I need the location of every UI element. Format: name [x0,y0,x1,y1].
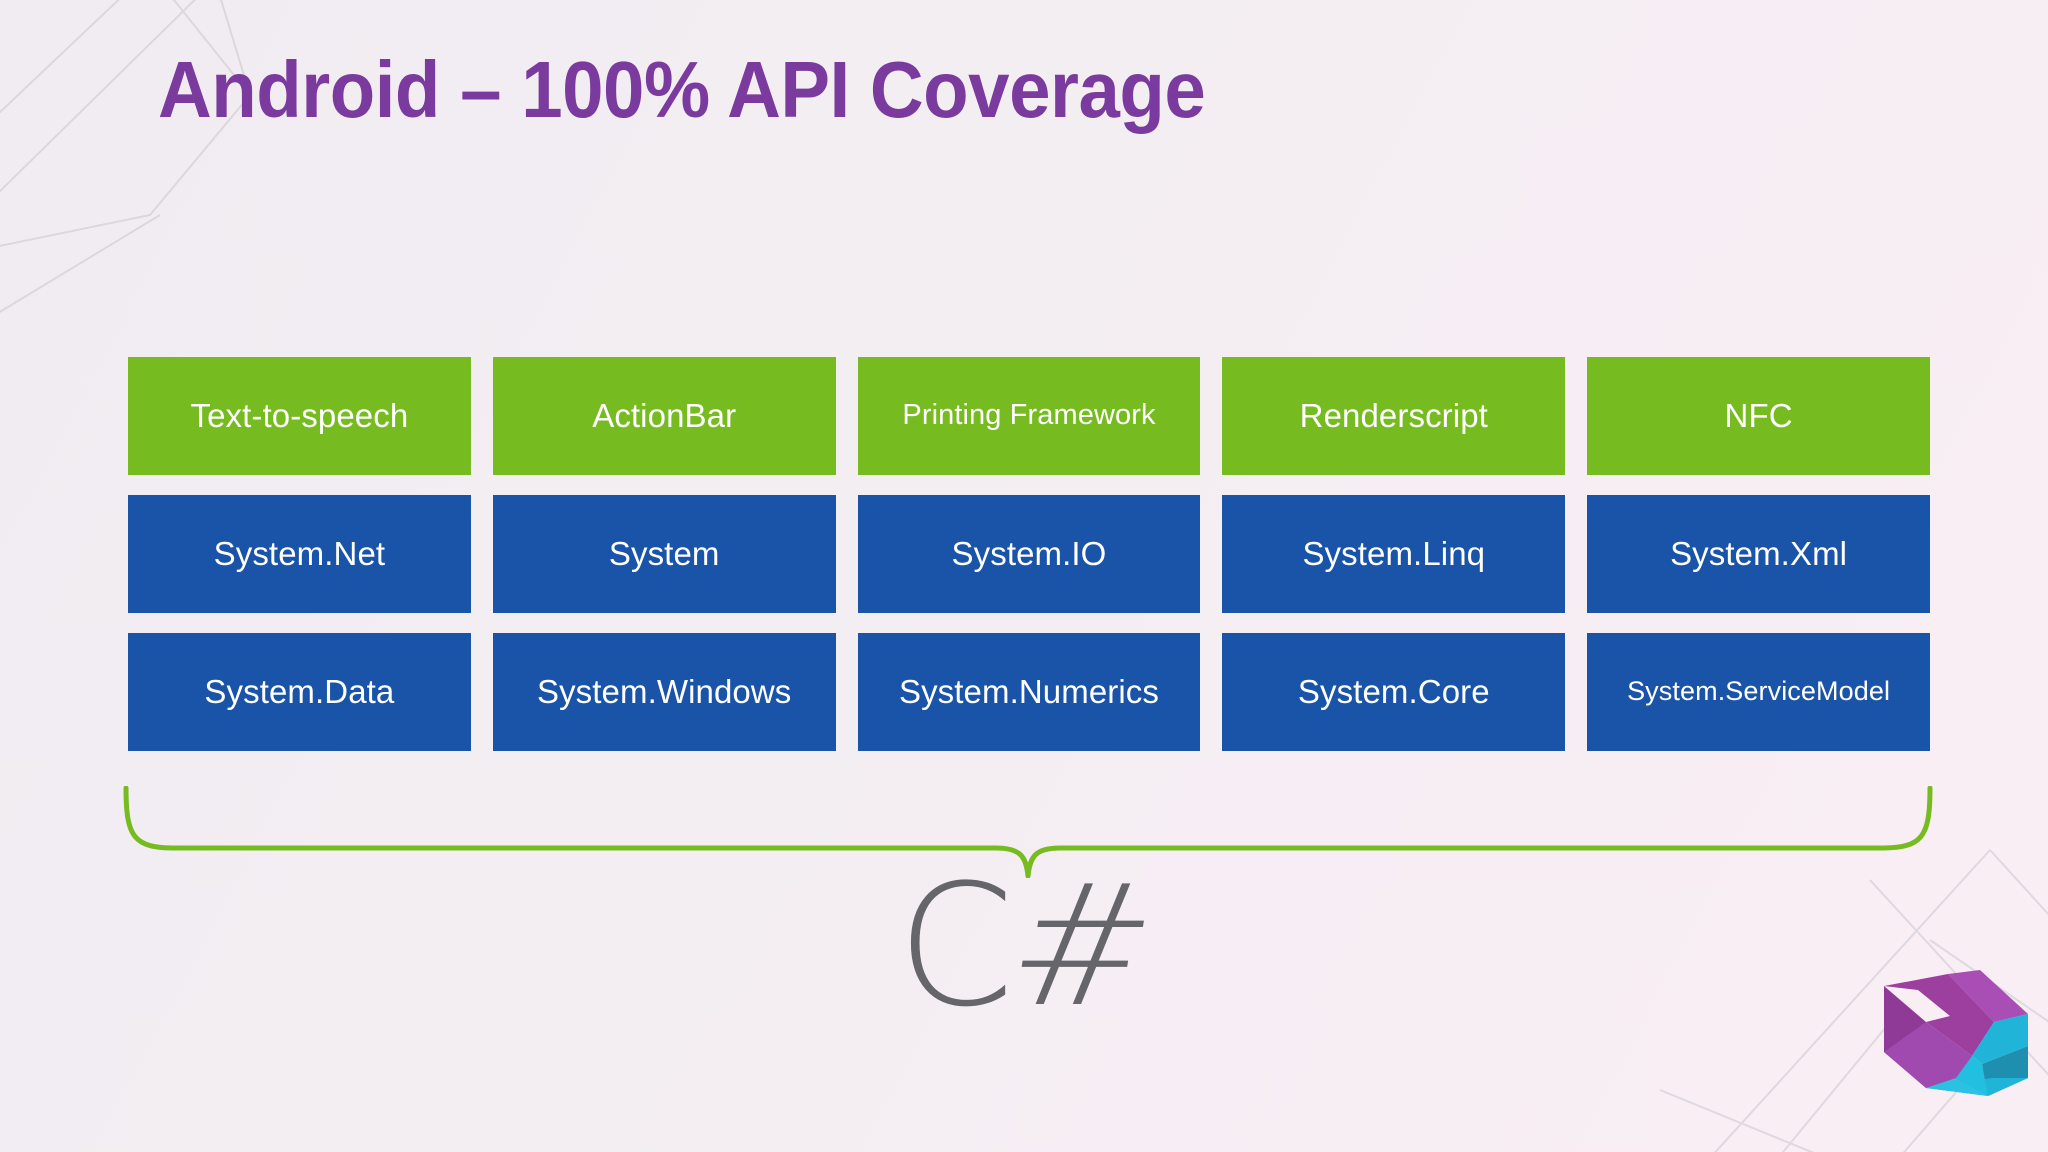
api-box-system-linq[interactable]: System.Linq [1222,495,1566,613]
xamarin-evolve-chevron-logo-icon [1884,970,2028,1096]
api-box-system-servicemodel[interactable]: System.ServiceModel [1587,633,1930,751]
curly-brace-icon [123,786,1933,878]
csharp-letter: C [896,848,1014,1044]
api-coverage-grid: Text-to-speech ActionBar Printing Framew… [128,357,1930,751]
api-box-text-to-speech[interactable]: Text-to-speech [128,357,471,475]
api-box-renderscript[interactable]: Renderscript [1222,357,1566,475]
api-box-system-xml[interactable]: System.Xml [1587,495,1930,613]
api-box-actionbar[interactable]: ActionBar [492,357,836,475]
csharp-hash-symbol: # [996,848,1167,1044]
api-box-system-windows[interactable]: System.Windows [492,633,836,751]
api-box-system-net[interactable]: System.Net [128,495,471,613]
api-box-printing-framework[interactable]: Printing Framework [857,357,1201,475]
api-box-system-io[interactable]: System.IO [857,495,1201,613]
api-box-system[interactable]: System [492,495,836,613]
api-box-system-core[interactable]: System.Core [1222,633,1566,751]
api-box-system-numerics[interactable]: System.Numerics [857,633,1201,751]
slide-title: Android – 100% API Coverage [158,45,1206,134]
api-box-nfc[interactable]: NFC [1587,357,1930,475]
csharp-wordmark: C# [0,848,2048,1044]
api-box-system-data[interactable]: System.Data [128,633,471,751]
